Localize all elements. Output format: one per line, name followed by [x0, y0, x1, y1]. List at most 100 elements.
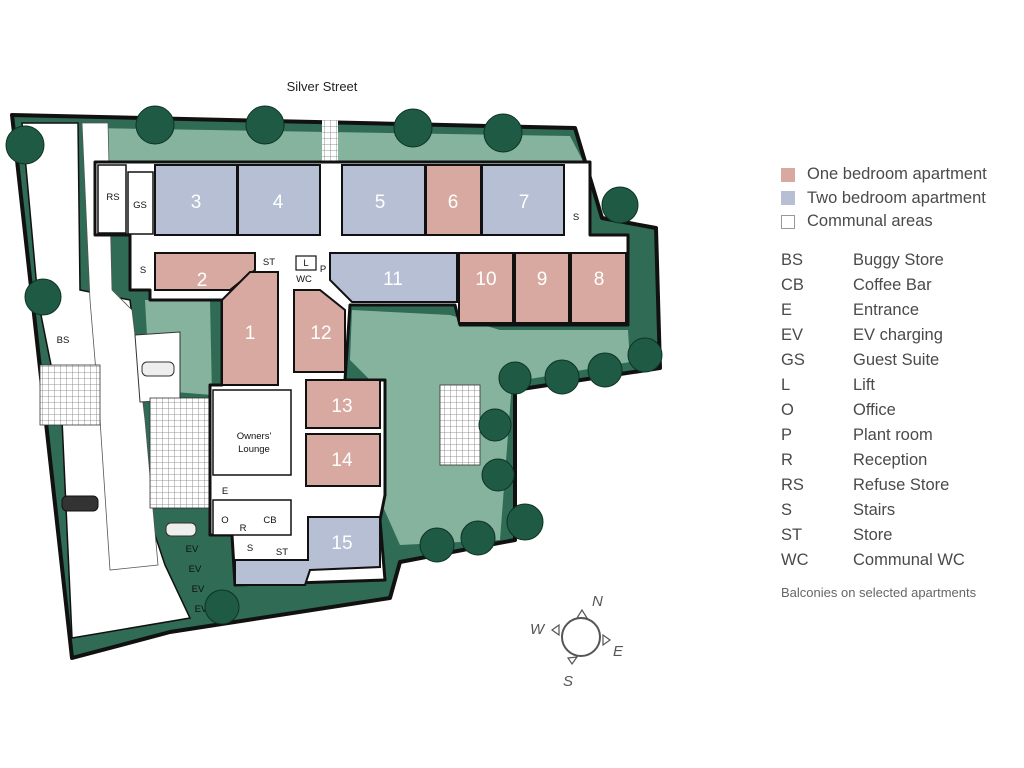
legend-key-one-bedroom: One bedroom apartment: [781, 163, 1024, 187]
apartment-14[interactable]: [305, 433, 381, 487]
apartment-6[interactable]: [425, 164, 482, 236]
room-label: L: [303, 258, 308, 269]
paved-terrace: [439, 384, 481, 466]
abbreviation-code: R: [781, 450, 793, 469]
paved-bays: [39, 364, 101, 426]
apartment-number: 1: [245, 323, 256, 344]
abbreviation-code: S: [781, 500, 793, 519]
paved-courtyard: [149, 397, 213, 509]
room-label: EV: [189, 564, 202, 575]
tree-icon: [544, 359, 580, 395]
tree-icon: [483, 113, 523, 153]
tree-icon: [627, 337, 663, 373]
balconies-note: Balconies on selected apartments: [781, 584, 977, 600]
abbreviation-meaning: Reception: [853, 450, 928, 469]
apartment-number: 9: [537, 269, 548, 290]
room-label: EV: [186, 544, 199, 555]
communal-swatch: [781, 214, 795, 229]
apartment-11[interactable]: [329, 252, 458, 303]
apartment-number: 14: [331, 450, 353, 471]
tree-icon: [393, 108, 433, 148]
room-label: ST: [263, 257, 275, 268]
apartment-9[interactable]: [514, 252, 570, 324]
room-label: E: [222, 486, 228, 497]
tree-icon: [601, 186, 639, 224]
apartment-8[interactable]: [570, 252, 627, 324]
apartment-number: 4: [273, 192, 284, 213]
abbreviation-meaning: Store: [853, 525, 893, 544]
abbreviation-row: P Plant room: [781, 423, 1024, 448]
apartment-1[interactable]: [221, 271, 279, 386]
room-label: S: [573, 212, 579, 223]
room-label: GS: [133, 200, 147, 211]
apartment-number: 15: [331, 533, 352, 554]
office-block: [212, 499, 292, 536]
abbreviation-code: L: [781, 375, 791, 394]
room-label: EV: [195, 604, 208, 615]
abbreviation-code: ST: [781, 525, 803, 544]
abbreviation-code: EV: [781, 325, 804, 344]
room-label: R: [240, 523, 247, 534]
tree-icon: [135, 105, 175, 145]
tree-icon: [5, 125, 45, 165]
room-label: RS: [106, 192, 119, 203]
abbreviation-code: O: [781, 400, 794, 419]
tree-icon: [506, 503, 544, 541]
room-label: Owners': [237, 431, 272, 442]
apartment-number: 8: [594, 269, 605, 290]
tree-icon: [24, 278, 62, 316]
tree-icon: [419, 527, 455, 563]
abbreviation-meaning: Buggy Store: [853, 250, 944, 269]
abbreviation-meaning: EV charging: [853, 325, 943, 344]
abbreviation-code: WC: [781, 550, 809, 569]
abbreviation-meaning: Plant room: [853, 425, 933, 444]
compass-e: E: [613, 643, 624, 660]
legend-key-label: One bedroom apartment: [807, 165, 987, 184]
apartment-13[interactable]: [305, 379, 381, 429]
tree-icon: [478, 408, 512, 442]
paved-path: [322, 120, 338, 168]
apartment-number: 6: [448, 192, 459, 213]
compass-s: S: [563, 673, 573, 690]
apartment-15[interactable]: [234, 516, 381, 586]
tree-icon: [460, 520, 496, 556]
compass-e-marker: [602, 633, 612, 647]
legend-key-label: Two bedroom apartment: [807, 188, 986, 207]
apartment-12[interactable]: [293, 289, 346, 373]
owners-lounge: [212, 389, 292, 476]
car-icon: [141, 361, 175, 377]
abbreviation-row: BS Buggy Store: [781, 248, 1024, 273]
abbreviation-meaning: Lift: [853, 375, 876, 394]
abbreviation-row: E Entrance: [781, 298, 1024, 323]
abbreviation-row: R Reception: [781, 448, 1024, 473]
abbreviation-row: EV EV charging: [781, 323, 1024, 348]
street-name: Silver Street: [287, 79, 358, 94]
tree-icon: [498, 361, 532, 395]
room-label: WC: [296, 274, 312, 285]
abbreviation-meaning: Office: [853, 400, 896, 419]
apartment-4[interactable]: [237, 164, 321, 236]
apartment-number: 5: [375, 192, 386, 213]
room-label: O: [221, 515, 228, 526]
tree-icons: [5, 105, 663, 625]
abbreviation-row: ST Store: [781, 523, 1024, 548]
abbreviation-code: BS: [781, 250, 804, 269]
refuse-store: [97, 164, 127, 234]
compass-w-marker: [550, 623, 560, 637]
car-icon: [61, 495, 99, 512]
one-bedroom-swatch: [781, 167, 795, 182]
abbreviation-code: E: [781, 300, 793, 319]
compass-w: W: [530, 621, 546, 638]
abbreviation-meaning: Entrance: [853, 300, 920, 319]
apartment-number: 3: [191, 192, 202, 213]
apartment-number: 2: [197, 270, 208, 291]
apartment-10[interactable]: [458, 252, 514, 324]
abbreviation-code: P: [781, 425, 793, 444]
room-label: P: [320, 264, 326, 275]
tree-icon: [204, 589, 240, 625]
compass-s-marker: [566, 656, 579, 666]
compass-rose: N E S W: [530, 593, 624, 690]
